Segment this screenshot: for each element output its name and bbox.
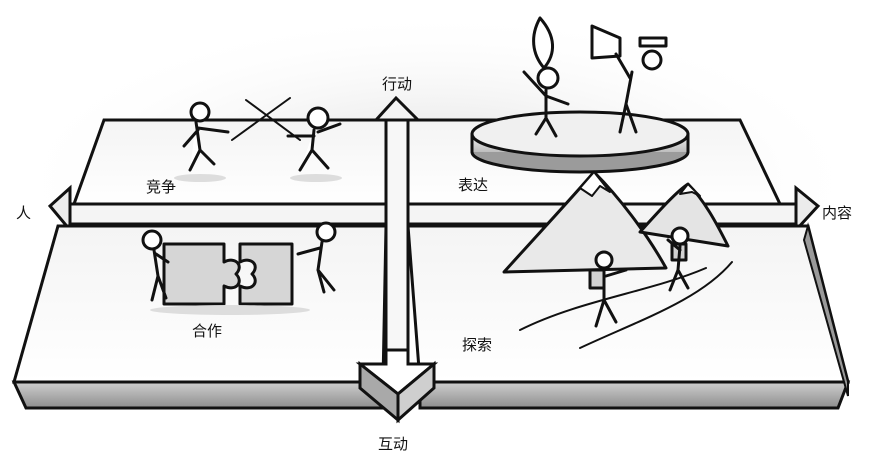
axis-label-bottom: 互动 [378,435,408,453]
quadrant-label-top-right: 表达 [458,176,488,194]
performers-on-stage-icon [470,16,690,174]
quadrant-label-top-left: 竞争 [146,178,176,196]
vertical-axis-arrow [355,95,439,424]
axis-label-right: 内容 [822,204,852,222]
axis-label-left: 人 [16,204,31,222]
fencing-figures-icon [174,97,342,182]
axis-label-top: 行动 [382,75,412,93]
quadrant-top-left-slab [71,118,388,206]
puzzle-pieces-figures-icon [141,221,337,315]
mountain-climbers-icon [502,170,733,349]
quadrant-label-bottom-right: 探索 [462,336,492,354]
quadrant-label-bottom-left: 合作 [192,322,222,340]
